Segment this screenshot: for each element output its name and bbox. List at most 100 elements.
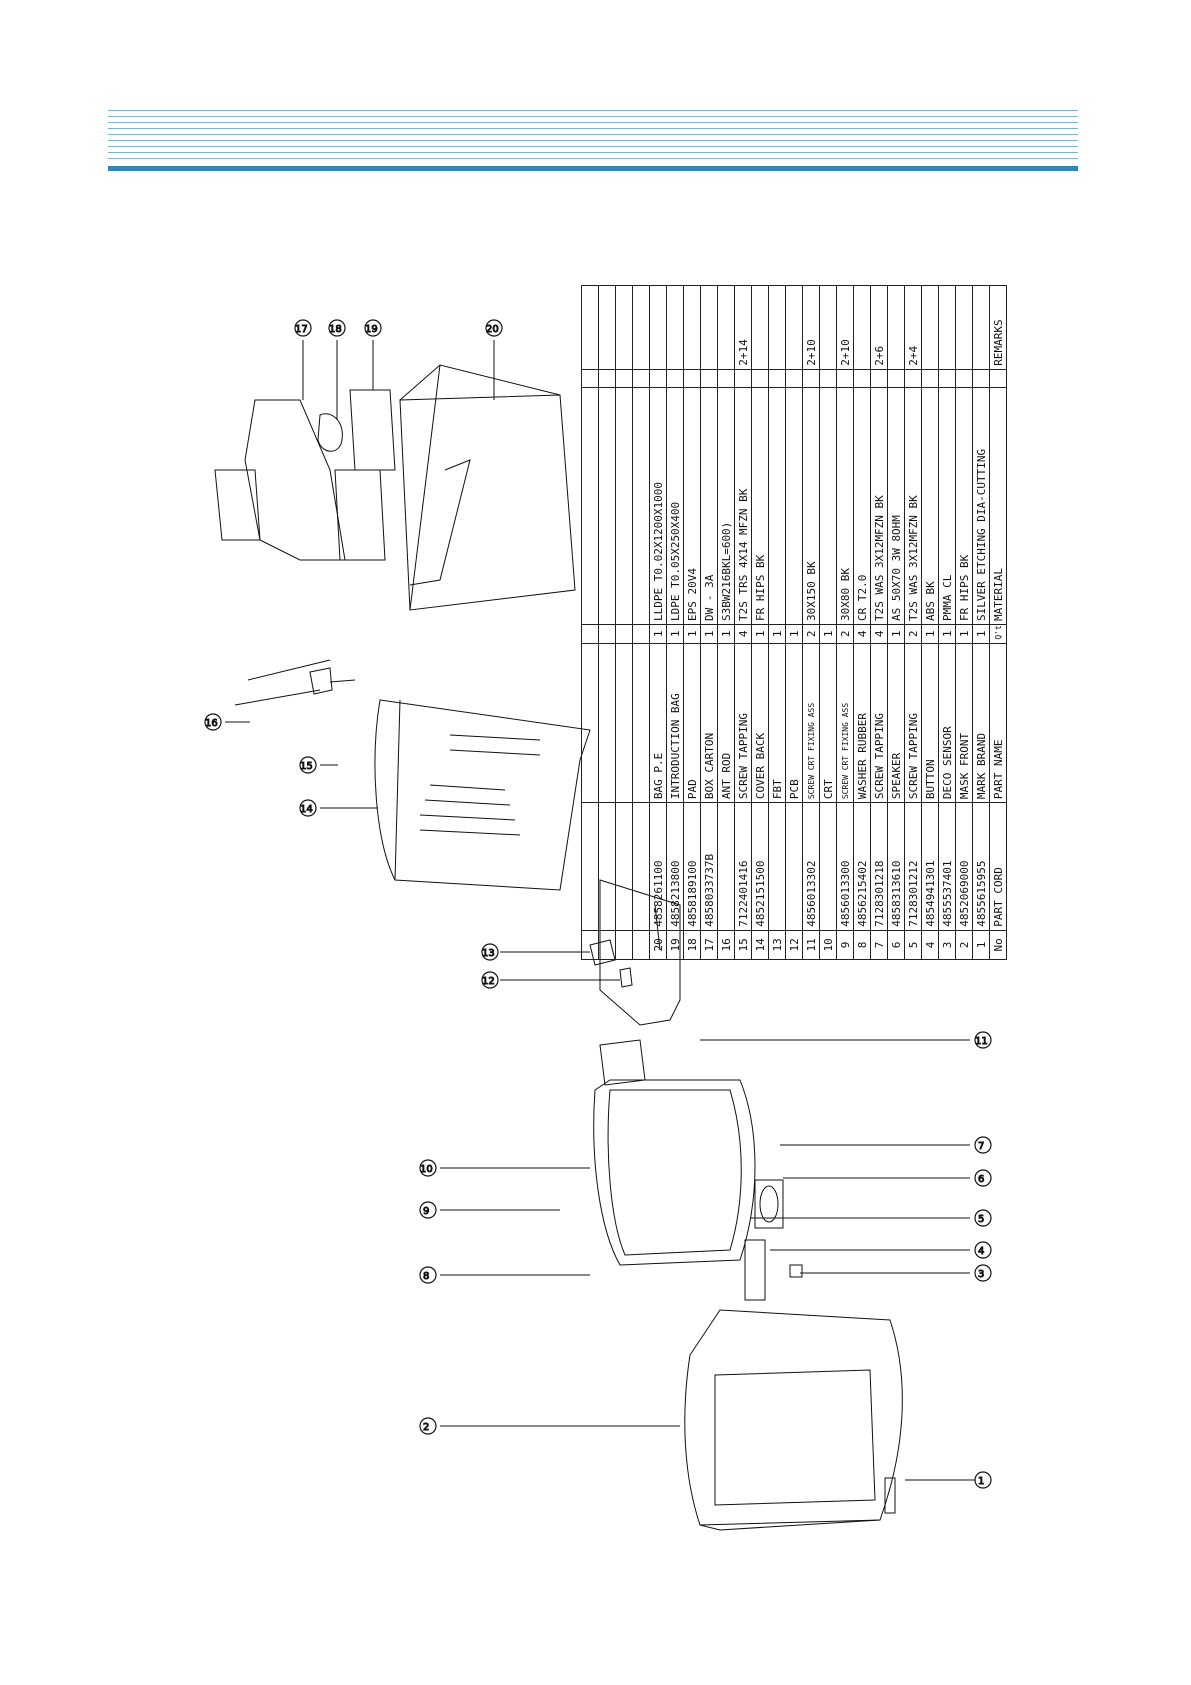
part-name: MASK FRONT: [955, 643, 973, 803]
part-qty2: [887, 369, 905, 388]
callout-5: 5: [974, 1209, 992, 1227]
table-cell: [615, 387, 633, 625]
table-cell: [615, 802, 633, 931]
table-row-blank: [581, 285, 599, 960]
part-material: ABS BK: [921, 387, 939, 625]
part-qty: 2: [802, 624, 820, 644]
header-qty2: [989, 369, 1007, 388]
part-material: EPS 20V4: [683, 387, 701, 625]
svg-text:4: 4: [978, 1246, 984, 1257]
row-number: 13: [768, 930, 786, 960]
part-remarks: [887, 285, 905, 370]
row-number: 2: [955, 930, 973, 960]
table-cell: [632, 930, 650, 960]
part-qty2: [768, 369, 786, 388]
header-name: PART NAME: [989, 643, 1007, 803]
part-qty: 1: [700, 624, 718, 644]
crt-tube: [593, 1039, 756, 1266]
speaker-and-button: [744, 1179, 803, 1301]
callout-9: 9: [419, 1201, 437, 1219]
row-number: 9: [836, 930, 854, 960]
part-code: [768, 802, 786, 931]
callout-17: 17: [294, 319, 312, 337]
callout-13: 13: [481, 943, 499, 961]
callout-11: 11: [974, 1031, 992, 1049]
table-cell: [598, 930, 616, 960]
callout-6: 6: [974, 1169, 992, 1187]
part-material: T2S WAS 3X12MFZN BK: [904, 387, 922, 625]
row-number: 1: [972, 930, 990, 960]
part-qty: 4: [870, 624, 888, 644]
part-remarks: [768, 285, 786, 370]
row-number: 7: [870, 930, 888, 960]
part-code: 4852151500: [751, 802, 769, 931]
part-qty: 1: [785, 624, 803, 644]
table-cell: [598, 285, 616, 370]
table-cell: [632, 802, 650, 931]
part-name: SCREW CRT FIXING ASS: [836, 643, 854, 803]
part-material: AS 50X70 3W 8OHM: [887, 387, 905, 625]
callout-8: 8: [419, 1266, 437, 1284]
part-qty2: [802, 369, 820, 388]
part-remarks: [955, 285, 973, 370]
part-code: 4858261100: [649, 802, 667, 931]
part-qty: 4: [853, 624, 871, 644]
part-material: T2S TRS 4X14 MFZN BK: [734, 387, 752, 625]
part-name: WASHER RUBBER: [853, 643, 871, 803]
part-code: 4855615955: [972, 802, 990, 931]
svg-text:16: 16: [205, 718, 218, 729]
part-material: LLDPE T0.02X1200X1000: [649, 387, 667, 625]
row-number: 3: [938, 930, 956, 960]
part-name: SCREW TAPPING: [904, 643, 922, 803]
part-material: 30X80 BK: [836, 387, 854, 625]
part-qty2: [649, 369, 667, 388]
row-number: 11: [802, 930, 820, 960]
table-row-blank: [598, 285, 616, 960]
part-qty: 1: [649, 624, 667, 644]
part-code: 4858213800: [666, 802, 684, 931]
part-qty2: [921, 369, 939, 388]
callout-16: 16: [204, 713, 222, 731]
part-remarks: [683, 285, 701, 370]
svg-text:12: 12: [482, 976, 495, 987]
part-qty: 1: [751, 624, 769, 644]
part-name: INTRODUCTION BAG: [666, 643, 684, 803]
callout-14: 14: [299, 799, 317, 817]
part-name: SCREW TAPPING: [870, 643, 888, 803]
table-cell: [598, 643, 616, 803]
callout-markers: 1 2 3 4 5 6 7 8 9 10 11 12 13 14 15 16 1…: [204, 319, 992, 1489]
part-remarks: [819, 285, 837, 370]
part-material: FR HIPS BK: [955, 387, 973, 625]
part-remarks: 2+10: [836, 285, 854, 370]
part-remarks: [972, 285, 990, 370]
part-code: 4854941301: [921, 802, 939, 931]
part-qty2: [717, 369, 735, 388]
header-remarks: REMARKS: [989, 285, 1007, 370]
part-qty: 1: [768, 624, 786, 644]
part-qty: 2: [836, 624, 854, 644]
part-code: 4858033737B: [700, 802, 718, 931]
part-qty: 1: [717, 624, 735, 644]
part-qty: 1: [938, 624, 956, 644]
part-remarks: [938, 285, 956, 370]
table-cell: [615, 930, 633, 960]
part-name: ANT ROD: [717, 643, 735, 803]
part-remarks: 2+10: [802, 285, 820, 370]
leader-lines: [225, 340, 975, 1481]
part-qty: 2: [904, 624, 922, 644]
table-cell: [615, 369, 633, 388]
svg-text:9: 9: [423, 1206, 429, 1217]
part-qty: 1: [921, 624, 939, 644]
